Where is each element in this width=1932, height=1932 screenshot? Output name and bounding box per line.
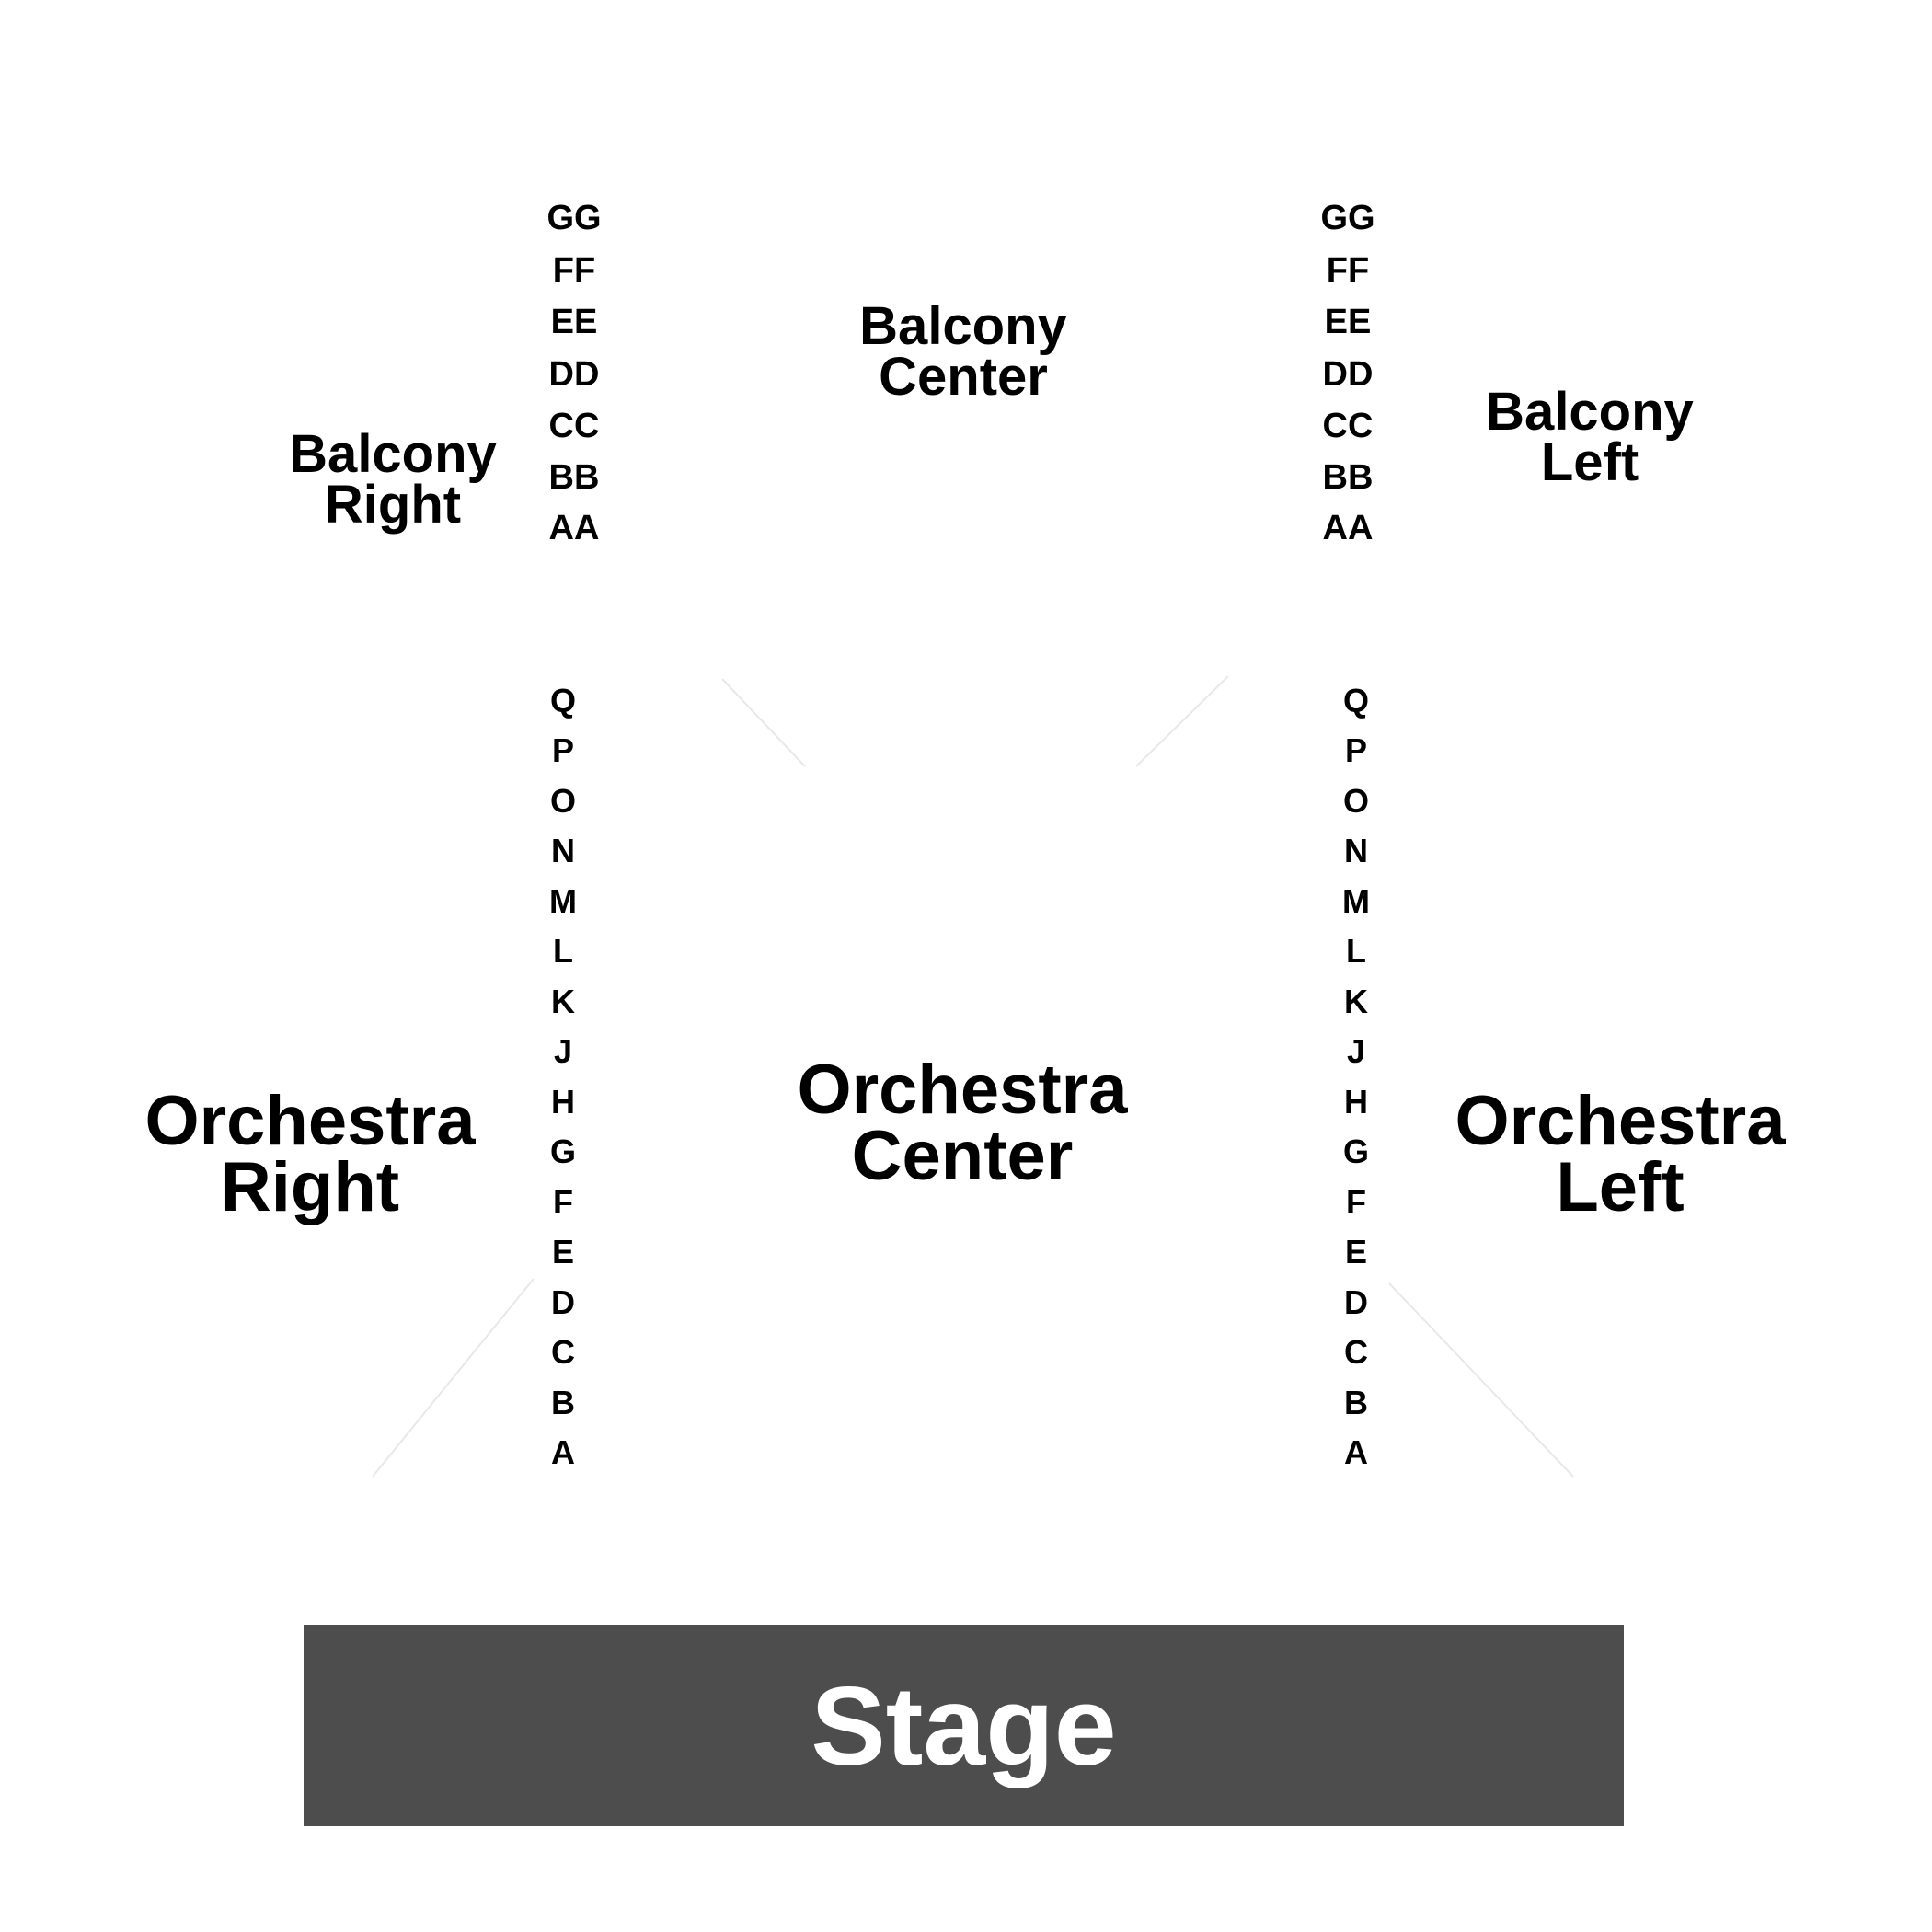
orchestra-row-label: D: [551, 1283, 575, 1321]
orchestra-row-label: A: [1344, 1433, 1368, 1471]
orchestra-row-label: L: [553, 932, 573, 970]
stage-label: Stage: [811, 1662, 1117, 1788]
orchestra-row-label: O: [1342, 782, 1369, 820]
orchestra-row-label: G: [1342, 1133, 1369, 1170]
divider-orchestra-right: [372, 1278, 535, 1478]
balcony-row-label: CC: [548, 407, 600, 445]
orchestra-center-line2: Center: [851, 1117, 1074, 1196]
orchestra-row-label: K: [1344, 983, 1368, 1020]
orchestra-row-label: Q: [1342, 682, 1369, 719]
orchestra-row-label: Q: [549, 682, 576, 719]
orchestra-row-label: M: [1342, 882, 1370, 920]
stage: Stage: [304, 1625, 1624, 1826]
balcony-row-label: GG: [1320, 199, 1375, 237]
balcony-row-label: BB: [1322, 458, 1374, 497]
orchestra-row-label: C: [551, 1333, 575, 1371]
balcony-right-label[interactable]: Balcony Right: [246, 424, 540, 535]
balcony-row-label: CC: [1322, 407, 1374, 445]
divider-balcony-left: [1135, 675, 1229, 767]
orchestra-row-label: K: [551, 983, 575, 1020]
orchestra-row-label: N: [551, 832, 575, 869]
orchestra-row-label: A: [551, 1433, 575, 1471]
orchestra-center-line1: Orchestra: [797, 1051, 1128, 1129]
balcony-row-label: DD: [548, 355, 600, 394]
orchestra-row-label: F: [1346, 1183, 1366, 1221]
orchestra-row-label: L: [1346, 932, 1366, 970]
balcony-left-line1: Balcony: [1486, 382, 1694, 442]
orchestra-row-label: P: [1344, 731, 1367, 769]
balcony-row-label: DD: [1322, 355, 1374, 394]
orchestra-row-label: B: [551, 1384, 575, 1421]
orchestra-row-label: G: [549, 1133, 576, 1170]
orchestra-row-label: J: [1346, 1032, 1366, 1070]
orchestra-row-label: B: [1344, 1384, 1368, 1421]
balcony-row-label: BB: [548, 458, 600, 497]
orchestra-row-label: C: [1344, 1333, 1368, 1371]
orchestra-row-label: H: [1344, 1083, 1368, 1121]
orchestra-row-label: F: [553, 1183, 573, 1221]
balcony-center-label[interactable]: Balcony Center: [816, 296, 1110, 408]
orchestra-left-line1: Orchestra: [1455, 1082, 1786, 1160]
divider-balcony-right: [721, 678, 806, 767]
orchestra-right-line1: Orchestra: [144, 1082, 476, 1160]
balcony-row-label: FF: [1326, 251, 1370, 290]
orchestra-row-label: J: [553, 1032, 573, 1070]
orchestra-row-label: O: [549, 782, 576, 820]
orchestra-row-label: M: [549, 882, 577, 920]
balcony-row-label: AA: [1322, 509, 1374, 547]
balcony-left-line2: Left: [1540, 432, 1639, 493]
orchestra-row-label: H: [551, 1083, 575, 1121]
balcony-row-label: AA: [548, 509, 600, 547]
orchestra-row-label: N: [1344, 832, 1368, 869]
orchestra-left-line2: Left: [1556, 1148, 1685, 1227]
balcony-row-label: GG: [546, 199, 602, 237]
orchestra-right-label[interactable]: Orchestra Right: [117, 1082, 503, 1227]
orchestra-row-label: E: [1344, 1233, 1367, 1271]
orchestra-center-label[interactable]: Orchestra Center: [769, 1051, 1156, 1196]
balcony-left-label[interactable]: Balcony Left: [1443, 382, 1737, 493]
balcony-right-line1: Balcony: [289, 424, 497, 484]
balcony-row-label: EE: [1324, 303, 1372, 341]
balcony-right-line2: Right: [324, 475, 462, 535]
divider-orchestra-left: [1388, 1282, 1574, 1478]
orchestra-left-label[interactable]: Orchestra Left: [1427, 1082, 1813, 1227]
balcony-row-label: EE: [550, 303, 598, 341]
orchestra-row-label: P: [551, 731, 574, 769]
orchestra-right-line2: Right: [220, 1148, 400, 1227]
balcony-center-line1: Balcony: [859, 296, 1067, 356]
balcony-center-line2: Center: [879, 347, 1048, 408]
orchestra-row-label: D: [1344, 1283, 1368, 1321]
orchestra-row-label: E: [551, 1233, 574, 1271]
balcony-row-label: FF: [552, 251, 596, 290]
